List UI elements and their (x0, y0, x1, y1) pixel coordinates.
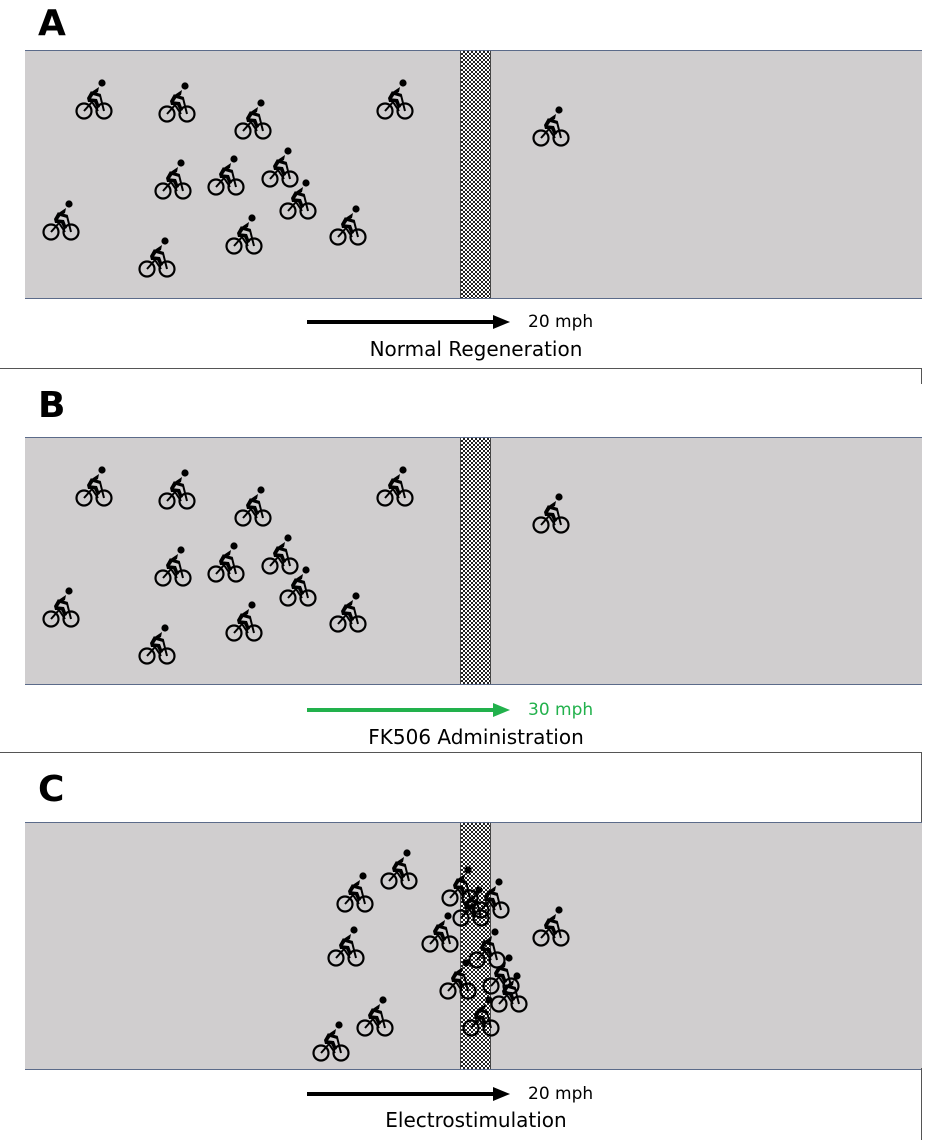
cyclist-icon (482, 953, 530, 997)
speed-label: 20 mph (528, 312, 594, 332)
speed-label: 20 mph (528, 1084, 594, 1104)
panel-c: C 20 mph Electrostimulation (0, 760, 952, 1148)
road (25, 50, 922, 299)
panel-a: A 20 mph Normal Regeneration (0, 0, 952, 370)
cyclist-icon (75, 78, 123, 122)
cyclist-icon (225, 600, 273, 644)
cyclist-icon (138, 236, 186, 280)
panel-letter: C (38, 769, 65, 810)
cyclist-icon (75, 465, 123, 509)
cyclist-icon (207, 154, 255, 198)
cyclist-icon (225, 213, 273, 257)
cyclist-icon (336, 871, 384, 915)
cyclist-icon (207, 541, 255, 585)
cyclist-icon (138, 623, 186, 667)
cyclist-icon (462, 995, 510, 1039)
checkered-barrier (460, 438, 491, 684)
speed-arrow (307, 1087, 510, 1101)
cyclist-icon (154, 158, 202, 202)
checkered-barrier (460, 823, 491, 1069)
divider (921, 368, 922, 384)
cyclist-icon (329, 591, 377, 635)
cyclist-icon (312, 1020, 360, 1064)
panel-caption: Electrostimulation (385, 1108, 567, 1132)
cyclist-icon (42, 586, 90, 630)
panel-b: B 30 mph FK506 Administration (0, 380, 952, 752)
panel-letter: A (38, 3, 66, 44)
road (25, 822, 922, 1070)
panel-caption: Normal Regeneration (369, 337, 583, 361)
panel-letter: B (38, 385, 66, 426)
cyclist-icon (234, 98, 282, 142)
cyclist-icon (158, 468, 206, 512)
divider (921, 752, 922, 822)
divider (0, 752, 922, 753)
cyclist-icon (158, 81, 206, 125)
cyclist-icon (452, 885, 500, 929)
divider (921, 1068, 922, 1140)
cyclist-icon (532, 905, 580, 949)
speed-arrow (307, 315, 510, 329)
cyclist-icon (356, 995, 404, 1039)
cyclist-icon (376, 465, 424, 509)
cyclist-icon (279, 565, 327, 609)
panel-caption: FK506 Administration (368, 725, 584, 749)
cyclist-icon (42, 199, 90, 243)
cyclist-icon (380, 848, 428, 892)
cyclist-icon (279, 178, 327, 222)
cyclist-icon (532, 492, 580, 536)
divider (0, 368, 922, 369)
cyclist-icon (327, 925, 375, 969)
cyclist-icon (376, 78, 424, 122)
cyclist-icon (532, 105, 580, 149)
cyclist-icon (234, 485, 282, 529)
cyclist-icon (154, 545, 202, 589)
speed-arrow (307, 703, 510, 717)
road (25, 437, 922, 685)
cyclist-icon (329, 204, 377, 248)
speed-label: 30 mph (528, 700, 594, 720)
checkered-barrier (460, 51, 491, 298)
